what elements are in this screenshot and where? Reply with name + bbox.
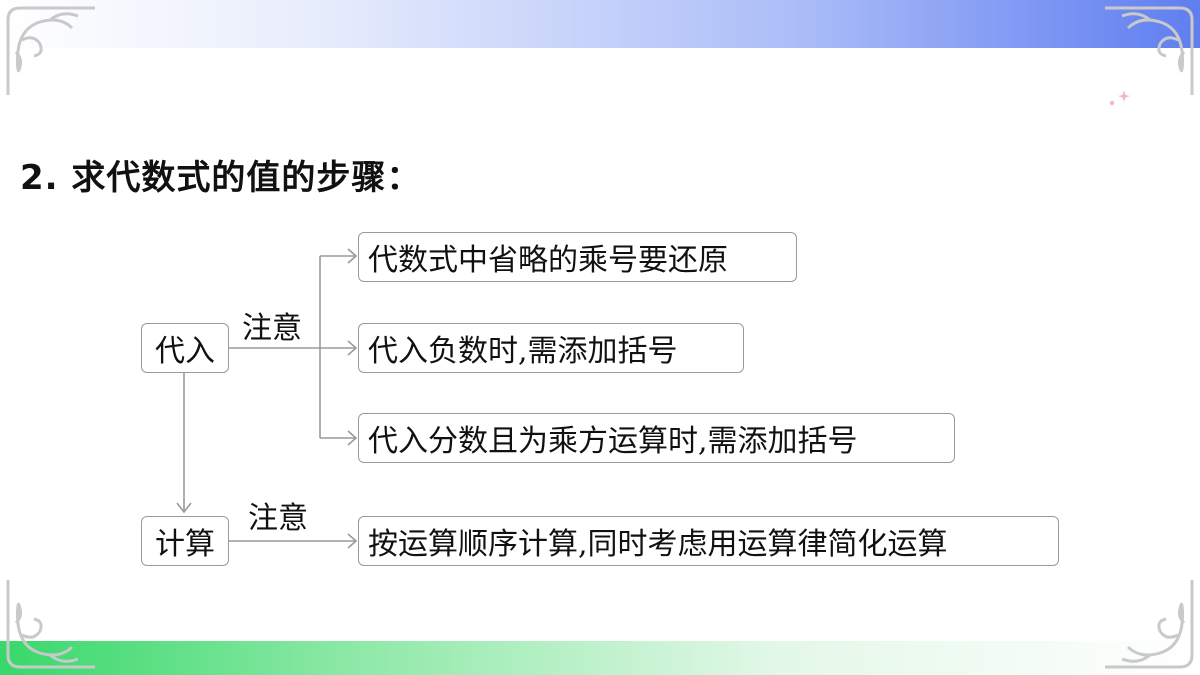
- edge-label-calculate-note: 注意: [248, 501, 308, 536]
- node-calculate: 计算: [141, 516, 229, 566]
- sparkle-icon: [1109, 90, 1130, 106]
- corner-ornament-bottom-left: [0, 575, 100, 675]
- arrowhead-note2: [347, 340, 358, 356]
- arrowhead-calculate: [176, 502, 192, 514]
- note-box-2: 代入负数时,需添加括号: [358, 323, 744, 373]
- arrowhead-note1: [347, 248, 358, 264]
- note-box-4: 按运算顺序计算,同时考虑用运算律简化运算: [358, 516, 1059, 566]
- top-decoration-band: [0, 0, 1200, 48]
- corner-ornament-top-right: [1100, 0, 1200, 100]
- note-box-3: 代入分数且为乘方运算时,需添加括号: [358, 413, 955, 463]
- arrowhead-note3: [347, 430, 358, 446]
- note-box-1: 代数式中省略的乘号要还原: [358, 232, 797, 282]
- bottom-decoration-band: [0, 641, 1200, 675]
- edge-label-substitute-note: 注意: [242, 311, 302, 346]
- arrowhead-note4: [347, 533, 358, 549]
- corner-ornament-bottom-right: [1100, 575, 1200, 675]
- node-substitute: 代入: [141, 323, 229, 373]
- page-title: 2. 求代数式的值的步骤：: [20, 158, 422, 198]
- corner-ornament-top-left: [0, 0, 100, 100]
